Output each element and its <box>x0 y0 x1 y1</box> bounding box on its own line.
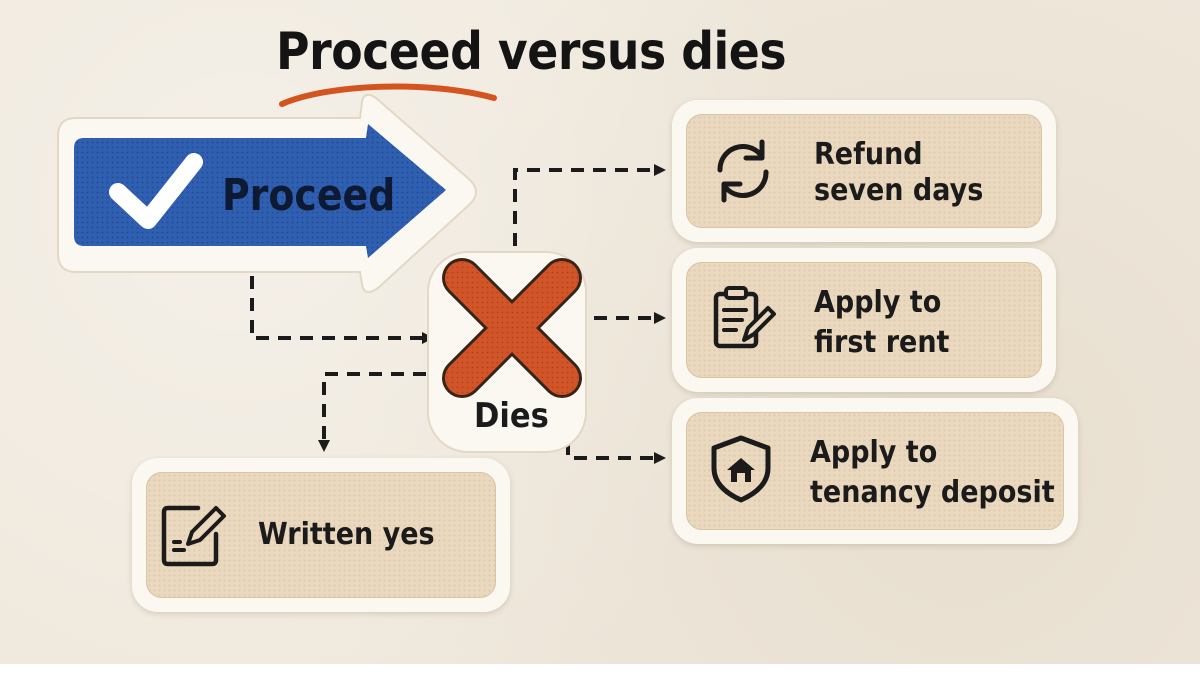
connector-dies-to-refund <box>513 164 666 268</box>
signature-pencil-icon <box>161 505 226 567</box>
title-underline <box>279 83 497 107</box>
outcome-deposit-line2: tenancy deposit <box>810 475 1055 510</box>
outcome-refund-line2: seven days <box>814 173 984 208</box>
outcome-card-deposit: Apply to tenancy deposit <box>672 398 1078 544</box>
outcome-card-written-yes: Written yes <box>132 458 510 612</box>
outcome-refund-line1: Refund <box>814 137 923 172</box>
diagram-title: Proceed versus dies <box>276 22 787 82</box>
clipboard-pencil-icon <box>713 286 776 349</box>
outcome-card-refund-fill <box>686 114 1042 228</box>
outcome-written-yes-label: Written yes <box>258 517 435 552</box>
cross-icon <box>442 258 582 398</box>
shield-home-icon <box>711 435 771 503</box>
checkmark-icon <box>109 153 203 229</box>
dies-label: Dies <box>474 396 549 436</box>
outcome-deposit-line1: Apply to <box>810 435 938 470</box>
bottom-strip <box>0 664 1200 675</box>
outcome-card-refund: Refund seven days <box>672 100 1056 242</box>
proceed-label: Proceed <box>222 170 396 221</box>
outcome-first-rent-line1: Apply to <box>814 285 942 320</box>
outcome-card-first-rent: Apply to first rent <box>672 248 1056 392</box>
refresh-icon <box>717 139 769 203</box>
outcome-card-first-rent-fill <box>686 262 1042 378</box>
outcome-first-rent-line2: first rent <box>814 325 950 360</box>
connector-proceed-to-dies <box>250 276 434 344</box>
